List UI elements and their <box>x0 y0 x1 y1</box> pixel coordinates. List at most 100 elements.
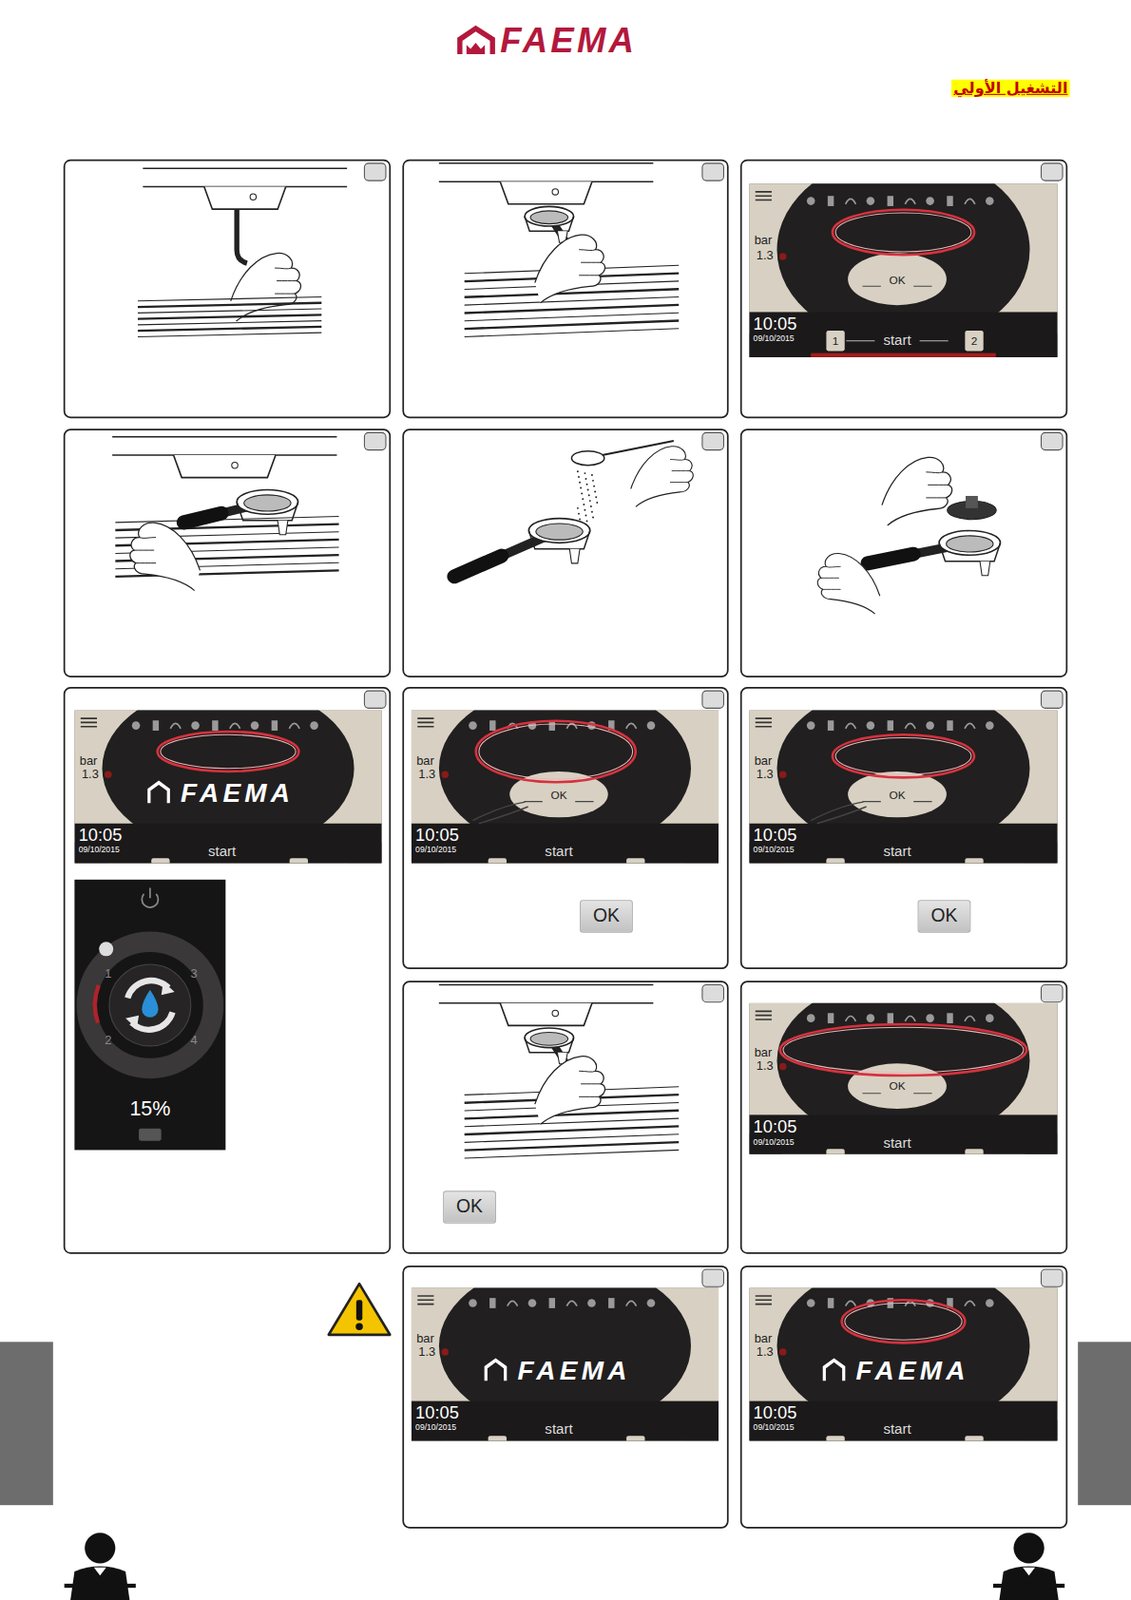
settings-icon <box>755 726 772 729</box>
hand-outline <box>535 234 606 304</box>
status-icon <box>288 723 300 729</box>
pointing-finger <box>472 802 528 825</box>
status-icon <box>827 720 834 731</box>
status-icon <box>191 721 200 730</box>
settings-icon <box>417 722 434 725</box>
cup-number: 2 <box>971 334 978 347</box>
hand <box>535 1056 606 1126</box>
section-title: التشغيل الأولي <box>951 79 1070 97</box>
ok-key-text: OK <box>550 788 567 802</box>
coffee-grain <box>595 501 598 504</box>
tray-bar <box>137 314 322 319</box>
key-strip <box>810 353 997 358</box>
pressure-unit: bar <box>754 754 773 768</box>
status-icon <box>626 1301 637 1306</box>
coffee-grain <box>587 489 590 492</box>
coffee-grain <box>586 483 589 486</box>
head-body <box>499 181 593 205</box>
cup-key <box>825 1149 844 1154</box>
group-head <box>112 437 337 479</box>
settings-icon <box>755 194 772 197</box>
coffee-grain <box>583 472 586 475</box>
touch-screen <box>748 183 1057 358</box>
highlight-ring <box>783 1027 1024 1074</box>
status-icon <box>904 1015 916 1021</box>
settings-icon <box>80 717 97 720</box>
pressure-dot <box>779 1063 787 1072</box>
status-icon <box>827 1013 834 1024</box>
hand-outline <box>535 1056 606 1126</box>
step-panel <box>402 429 729 677</box>
hand <box>631 446 694 508</box>
bottom-band <box>74 824 382 864</box>
portafilter <box>454 518 591 577</box>
start-key: start <box>882 332 911 349</box>
status-icon <box>806 721 816 730</box>
touch-screen <box>748 1287 1057 1441</box>
basket-body <box>524 216 575 231</box>
settings-icon <box>755 191 772 193</box>
tray-bar <box>137 321 322 326</box>
step-panel <box>64 160 391 419</box>
highlight-ring <box>832 734 975 778</box>
cream-arc <box>748 710 1057 864</box>
key-line <box>523 801 542 803</box>
start-key: start <box>544 1421 573 1438</box>
finger-lines <box>134 537 156 564</box>
status-icon <box>985 721 995 730</box>
step-number-box <box>364 432 386 450</box>
dial-number: 1 <box>104 968 112 982</box>
key-line <box>862 1092 881 1094</box>
basket-body <box>236 501 298 520</box>
key-line <box>913 1092 932 1094</box>
tray-bar <box>137 303 322 307</box>
dial-number: 4 <box>190 1034 197 1048</box>
step-number-box <box>702 984 725 1002</box>
status-icon <box>549 1298 556 1309</box>
screen-logo: FAEMA <box>180 778 294 808</box>
pressure-unit: bar <box>754 233 773 248</box>
counter <box>993 1584 1065 1589</box>
status-icon <box>566 1301 577 1306</box>
key-line <box>862 286 881 288</box>
status-icon <box>946 195 953 207</box>
settings-icon <box>755 1011 772 1014</box>
cup-number: 1 <box>832 334 840 347</box>
dial-number: 3 <box>190 968 197 982</box>
ok-button: OK <box>442 1190 497 1224</box>
bottom-band <box>748 311 1057 357</box>
counter <box>64 1584 136 1589</box>
head <box>1013 1533 1044 1564</box>
pressure-value: 1.3 <box>418 767 436 782</box>
tray-bar <box>464 321 680 330</box>
touch-screen <box>748 1003 1057 1155</box>
clock-time: 10:05 <box>753 314 798 334</box>
side-tab <box>1077 1341 1131 1506</box>
waiter-icon <box>993 1533 1065 1600</box>
coffee-grain <box>577 513 580 516</box>
tray-bar <box>464 1142 680 1151</box>
screw <box>552 1010 558 1016</box>
step-number-box <box>1040 690 1063 709</box>
basket <box>530 210 569 225</box>
machine-edge <box>142 167 347 170</box>
highlight-ring <box>844 1303 962 1342</box>
collar <box>1022 1568 1036 1577</box>
settings-icon <box>80 726 97 729</box>
bottom-band <box>748 1401 1057 1442</box>
waiter-icon <box>64 1533 136 1600</box>
grip <box>867 554 914 564</box>
step-number-box <box>1040 432 1063 450</box>
pressure-value: 1.3 <box>756 1345 774 1360</box>
clock-time: 10:05 <box>753 826 798 846</box>
clock-date: 09/10/2015 <box>753 846 795 856</box>
coffee-grain <box>592 479 595 482</box>
status-icon <box>845 198 857 204</box>
touch-screen <box>411 1287 719 1441</box>
group-head <box>142 168 347 210</box>
highlight-ring <box>842 1300 966 1343</box>
status-icon <box>845 723 857 729</box>
cream-arc <box>411 710 719 864</box>
hand-outline <box>881 457 953 526</box>
button-text: OK <box>456 1197 483 1218</box>
